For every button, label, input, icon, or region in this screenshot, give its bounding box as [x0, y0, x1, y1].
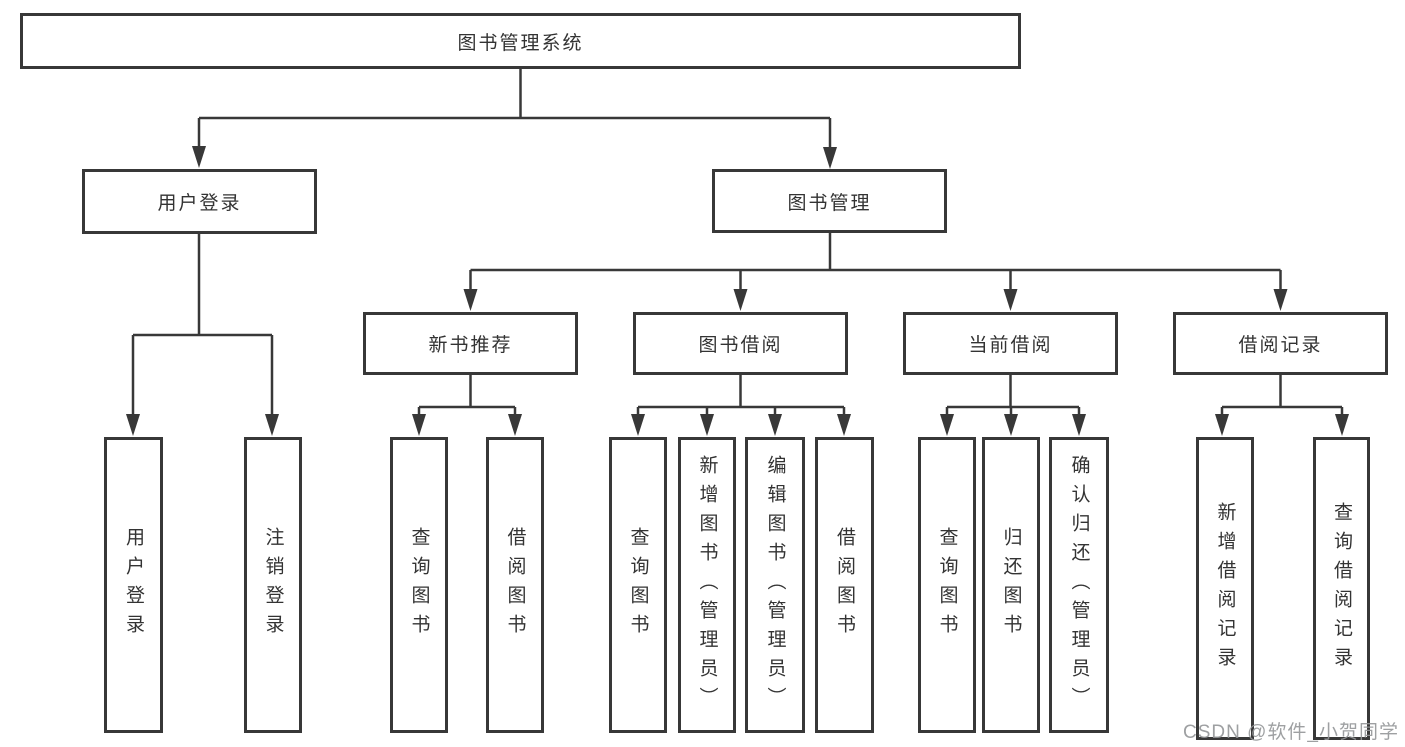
leaf-query-books-current: 查询图书 [918, 437, 976, 733]
leaf-query-books-borrow-label: 查询图书 [627, 527, 649, 643]
node-user-login-label: 用户登录 [157, 193, 242, 214]
leaf-add-books-admin: 新增图书（管理员） [678, 437, 736, 733]
leaf-edit-books-admin-label: 编辑图书（管理员） [764, 454, 786, 716]
leaf-logout-label: 注销登录 [262, 527, 284, 643]
leaf-confirm-return-admin: 确认归还（管理员） [1049, 437, 1109, 733]
node-user-login: 用户登录 [82, 169, 317, 234]
leaf-logout: 注销登录 [244, 437, 302, 733]
leaf-query-books-current-label: 查询图书 [936, 527, 958, 643]
leaf-confirm-return-admin-label: 确认归还（管理员） [1068, 454, 1090, 716]
node-book-management: 图书管理 [712, 169, 947, 233]
node-book-management-label: 图书管理 [787, 192, 872, 214]
watermark: CSDN @软件_小贺同学 [1183, 722, 1399, 743]
leaf-user-login: 用户登录 [104, 437, 163, 733]
node-borrowing-records: 借阅记录 [1173, 312, 1388, 375]
node-book-borrowing-label: 图书借阅 [698, 335, 783, 356]
leaf-borrow-books: 借阅图书 [815, 437, 874, 733]
leaf-user-login-label: 用户登录 [123, 527, 144, 643]
leaf-query-books-recommend: 查询图书 [390, 437, 448, 733]
leaf-query-books-borrow: 查询图书 [609, 437, 667, 733]
leaf-borrow-books-recommend: 借阅图书 [486, 437, 544, 733]
node-borrowing-records-label: 借阅记录 [1238, 335, 1323, 356]
leaf-return-books-label: 归还图书 [1000, 527, 1022, 643]
leaf-add-borrow-record: 新增借阅记录 [1196, 437, 1254, 740]
leaf-borrow-books-recommend-label: 借阅图书 [504, 527, 526, 643]
leaf-query-borrow-record: 查询借阅记录 [1313, 437, 1370, 740]
node-new-book-recommend: 新书推荐 [363, 312, 578, 375]
node-current-borrowing-label: 当前借阅 [968, 335, 1053, 356]
leaf-add-borrow-record-label: 新增借阅记录 [1214, 501, 1236, 676]
leaf-edit-books-admin: 编辑图书（管理员） [745, 437, 805, 733]
leaf-borrow-books-label: 借阅图书 [834, 527, 855, 643]
leaf-return-books: 归还图书 [982, 437, 1040, 733]
node-current-borrowing: 当前借阅 [903, 312, 1118, 375]
node-new-book-recommend-label: 新书推荐 [428, 335, 513, 356]
leaf-query-borrow-record-label: 查询借阅记录 [1331, 501, 1352, 676]
leaf-query-books-recommend-label: 查询图书 [408, 527, 430, 643]
node-root: 图书管理系统 [20, 13, 1021, 69]
node-root-label: 图书管理系统 [457, 32, 584, 54]
node-book-borrowing: 图书借阅 [633, 312, 848, 375]
leaf-add-books-admin-label: 新增图书（管理员） [696, 454, 718, 716]
